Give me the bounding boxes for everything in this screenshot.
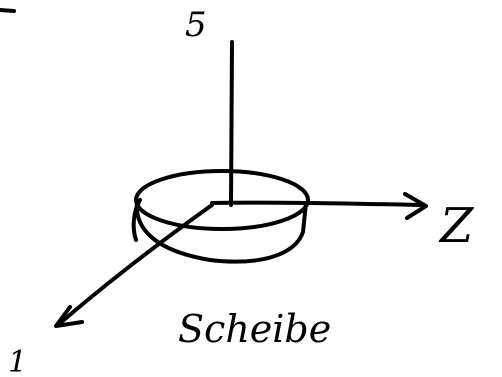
label-axis-left-down: 1 bbox=[8, 345, 27, 377]
disk-rim bbox=[137, 203, 306, 262]
label-axis-right: Z bbox=[438, 198, 475, 254]
vertical-axis bbox=[231, 42, 232, 205]
stray-dash bbox=[0, 10, 14, 11]
horizontal-axis bbox=[212, 203, 420, 205]
label-disk: Scheibe bbox=[178, 307, 331, 351]
disk-top bbox=[136, 171, 308, 229]
label-axis-up: 5 bbox=[185, 5, 207, 45]
